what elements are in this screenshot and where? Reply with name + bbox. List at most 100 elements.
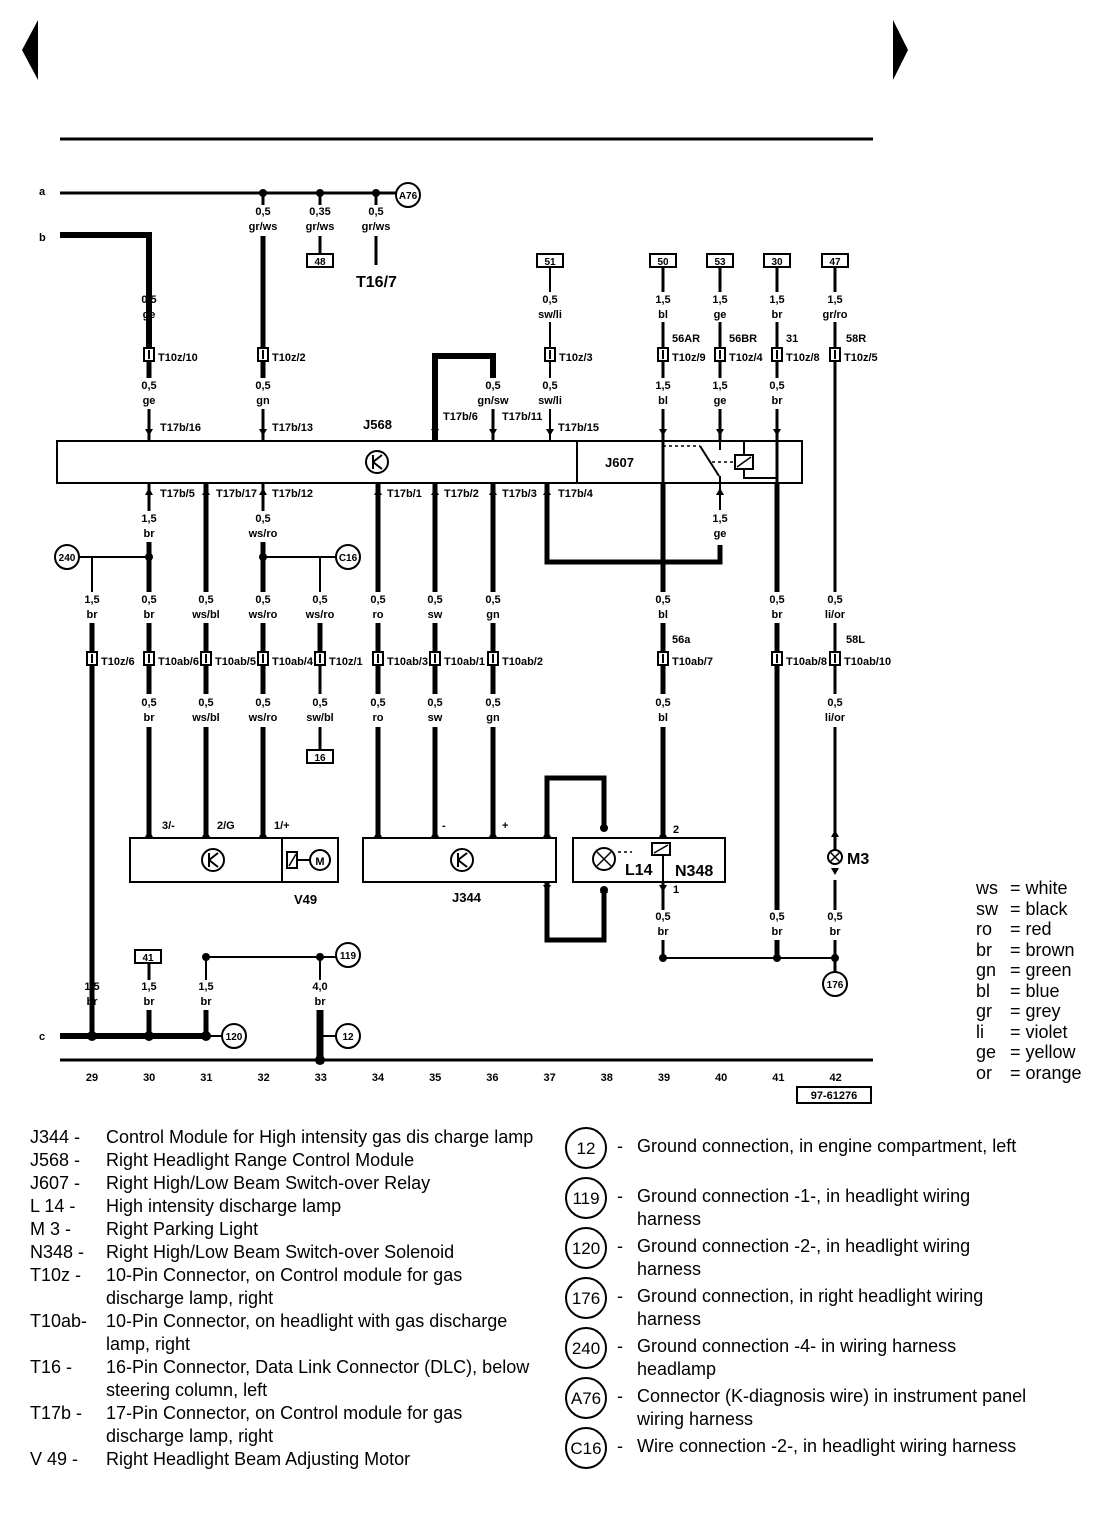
legend-description: Right High/Low Beam Switch-over Solenoid bbox=[106, 1242, 455, 1262]
legend-description: 10-Pin Connector, on Control module for … bbox=[106, 1265, 463, 1308]
track-number: 39 bbox=[658, 1072, 670, 1084]
legend-dash: - bbox=[617, 1136, 623, 1156]
motor-icon: M bbox=[286, 849, 331, 871]
color-name: = brown bbox=[1010, 939, 1075, 960]
color-abbr: gn bbox=[976, 960, 997, 980]
pin-label: 2/G bbox=[217, 820, 235, 832]
wire-size-label: 0,35 bbox=[309, 206, 330, 218]
ground-120-label: 120 bbox=[226, 1032, 243, 1043]
legend-description: Right Headlight Range Control Module bbox=[106, 1150, 415, 1170]
ground-legend-description: Connector (K-diagnosis wire) in instrume… bbox=[637, 1386, 1027, 1429]
legend-description: Right Parking Light bbox=[106, 1219, 259, 1239]
legend-code: T17b - bbox=[30, 1403, 83, 1423]
diagram-ref-label: 97-61276 bbox=[811, 1090, 858, 1102]
ground-legend-code: 120 bbox=[565, 1227, 607, 1269]
legend-dash: - bbox=[617, 1286, 623, 1306]
wire-color-label: br bbox=[144, 528, 156, 540]
wire-color-label: ge bbox=[143, 309, 156, 321]
color-abbr: br bbox=[976, 939, 993, 960]
track-number: 29 bbox=[86, 1072, 98, 1084]
pin-label: 1 bbox=[673, 884, 679, 896]
wire-color-label: sw bbox=[428, 609, 443, 621]
legend-code: M 3 - bbox=[30, 1219, 72, 1239]
wire-size-label: 0,5 bbox=[255, 380, 270, 392]
ground-legend-code: 119 bbox=[565, 1177, 607, 1219]
legend-description: 17-Pin Connector, on Control module for … bbox=[106, 1403, 463, 1446]
pin-label: T17b/4 bbox=[558, 488, 594, 500]
legend-item: J568 - Right Headlight Range Control Modu… bbox=[30, 1149, 536, 1172]
parking-light-icon bbox=[827, 849, 843, 865]
wire-size-label: 0,5 bbox=[827, 697, 842, 709]
legend-description: High intensity discharge lamp bbox=[106, 1196, 342, 1216]
color-abbr: li bbox=[976, 1021, 984, 1042]
connector-pin-label: T10ab/5 bbox=[215, 656, 256, 668]
connector-symbol bbox=[257, 347, 269, 362]
color-key-row: sw= black bbox=[976, 899, 1082, 920]
wire-size-label: 1,5 bbox=[141, 513, 156, 525]
relay-switch-icon bbox=[661, 441, 779, 483]
wire-color-label: br bbox=[315, 996, 327, 1008]
color-name: = blue bbox=[1010, 980, 1060, 1001]
connector-symbol bbox=[257, 651, 269, 666]
legend-code: J607 - bbox=[30, 1173, 81, 1193]
pin-label: T17b/3 bbox=[502, 488, 537, 500]
legend-description: Right High/Low Beam Switch-over Relay bbox=[106, 1173, 431, 1193]
track-number: 42 bbox=[829, 1072, 841, 1084]
wire-size-label: 0,5 bbox=[485, 594, 500, 606]
wire-size-label: 1,5 bbox=[84, 594, 99, 606]
legend-item: T17b - 17-Pin Connector, on Control modul… bbox=[30, 1402, 536, 1448]
wire-bus-b bbox=[60, 232, 152, 350]
ground-legend-item: 119-Ground connection -1-, in headlight … bbox=[565, 1177, 1037, 1229]
wire-size-label: 0,5 bbox=[485, 380, 500, 392]
legend-code: L 14 - bbox=[30, 1196, 76, 1216]
wire-color-label: br bbox=[830, 926, 842, 938]
wire-size-label: 1,5 bbox=[769, 294, 784, 306]
ground-legend-item: A76-Connector (K-diagnosis wire) in inst… bbox=[565, 1377, 1037, 1429]
legend-description: Right Headlight Beam Adjusting Motor bbox=[106, 1449, 411, 1469]
connector-symbol bbox=[86, 651, 98, 666]
wire-color-label: ws/bl bbox=[191, 712, 220, 724]
legend-code: J568 - bbox=[30, 1150, 81, 1170]
track-number: 35 bbox=[429, 1072, 441, 1084]
connector-pin-label: T10z/2 bbox=[272, 352, 306, 364]
pin-label: T17b/17 bbox=[216, 488, 257, 500]
ground-legend-description: Ground connection, in engine compartment… bbox=[637, 1136, 1017, 1156]
terminal-code: 31 bbox=[786, 333, 798, 345]
wire-color-label: br bbox=[144, 609, 156, 621]
wire-color-label: gr/ws bbox=[249, 221, 278, 233]
wire-color-label: li/or bbox=[825, 609, 846, 621]
wire-color-label: ws/ro bbox=[248, 528, 278, 540]
module-j607-label: J607 bbox=[605, 455, 634, 470]
legend-dash: - bbox=[617, 1436, 623, 1456]
bus-a-label: a bbox=[39, 186, 46, 198]
pin-label: 3/- bbox=[162, 820, 175, 832]
pin-label: 1/+ bbox=[274, 820, 290, 832]
ground-119-circle bbox=[335, 942, 361, 968]
connector-symbol bbox=[314, 651, 326, 666]
wire-size-label: 0,5 bbox=[141, 697, 156, 709]
track-number: 37 bbox=[543, 1072, 555, 1084]
connector-symbol bbox=[544, 347, 556, 362]
connector-symbol bbox=[829, 347, 841, 362]
next-page-arrow-icon[interactable] bbox=[893, 20, 908, 80]
previous-page-arrow-icon[interactable] bbox=[22, 20, 38, 80]
wire-color-label: gn bbox=[486, 609, 500, 621]
color-key-row: gr= grey bbox=[976, 1001, 1082, 1022]
pin-label: T17b/15 bbox=[558, 422, 599, 434]
wire-color-label: bl bbox=[658, 395, 668, 407]
connector-pin-label: T10ab/10 bbox=[844, 656, 891, 668]
legend-item: L 14 - High intensity discharge lamp bbox=[30, 1195, 536, 1218]
wire-size-label: 0,5 bbox=[312, 594, 327, 606]
color-key-row: or= orange bbox=[976, 1063, 1082, 1084]
connector-pin-label: T10z/8 bbox=[786, 352, 820, 364]
terminal-box-label: 51 bbox=[544, 257, 556, 268]
component-legend: J344 -Control Module for High intensity … bbox=[30, 1126, 536, 1471]
ground-legend-description: Ground connection -2-, in headlight wiri… bbox=[637, 1236, 971, 1279]
legend-dash: - bbox=[617, 1236, 623, 1256]
terminal-code: 56a bbox=[672, 634, 691, 646]
color-name: = violet bbox=[1010, 1021, 1068, 1042]
wire-color-label: gn bbox=[486, 712, 500, 724]
legend-dash: - bbox=[617, 1386, 623, 1406]
ground-240-label: 240 bbox=[59, 553, 76, 564]
